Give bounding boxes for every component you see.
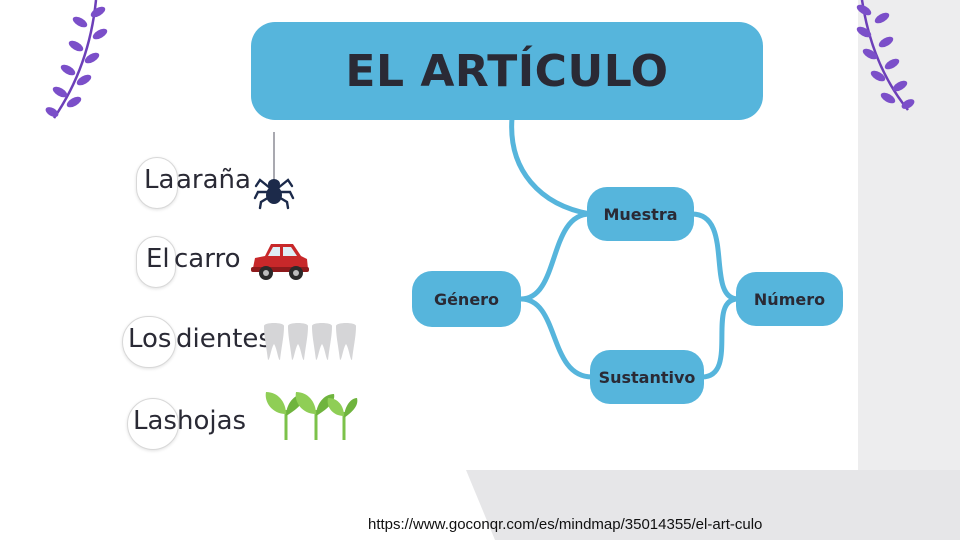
node-genero: Género xyxy=(412,271,521,327)
teeth-icon xyxy=(264,323,356,360)
noun-text: hojas xyxy=(177,406,247,436)
source-url: https://www.goconqr.com/es/mindmap/35014… xyxy=(368,516,763,533)
article-text: La xyxy=(144,165,175,195)
example-row-el: El carro xyxy=(136,236,346,290)
example-row-los: Los dientes xyxy=(122,316,362,370)
background-strip xyxy=(858,0,960,540)
leaves-icon xyxy=(265,392,358,441)
example-row-la: La araña xyxy=(136,157,346,211)
article-circle xyxy=(136,236,176,288)
noun-text: dientes xyxy=(176,324,272,354)
article-text: El xyxy=(146,244,170,274)
node-sustantivo: Sustantivo xyxy=(590,350,704,404)
noun-text: carro xyxy=(174,244,241,274)
node-numero: Número xyxy=(736,272,843,326)
article-circle xyxy=(122,316,176,368)
example-row-las: Las hojas xyxy=(127,398,357,452)
node-muestra: Muestra xyxy=(587,187,694,241)
mindmap-title: EL ARTÍCULO xyxy=(251,22,763,120)
article-circle xyxy=(127,398,179,450)
article-text: Las xyxy=(133,406,177,436)
spider-icon xyxy=(253,132,295,210)
lavender-decoration-right xyxy=(856,0,915,111)
car-icon xyxy=(251,244,309,280)
lavender-decoration-left xyxy=(45,0,108,119)
noun-text: araña xyxy=(176,165,251,195)
article-text: Los xyxy=(128,324,172,354)
article-circle xyxy=(136,157,178,209)
